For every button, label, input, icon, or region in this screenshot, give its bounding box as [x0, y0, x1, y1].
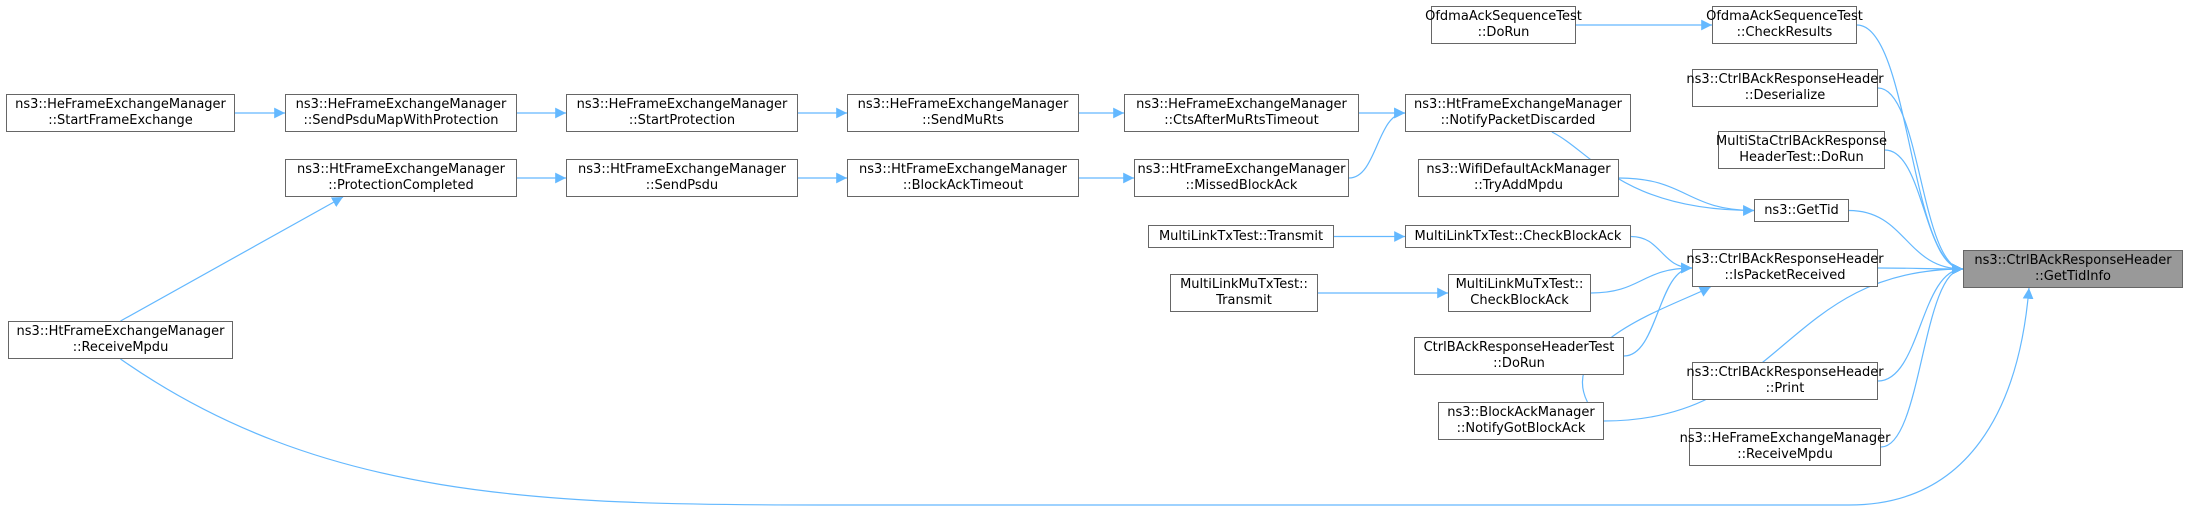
node-label-line2: CheckBlockAck [1470, 293, 1569, 308]
node-label-line1: MultiLinkTxTest::CheckBlockAck [1414, 228, 1622, 244]
node-label-line1: ns3::HeFrameExchangeManager [295, 97, 507, 112]
node-ctrlbackresponseheader-ispacketreceived[interactable]: ns3::CtrlBAckResponseHeader ::IsPacketRe… [1686, 249, 1884, 287]
node-htframeexchangemanager-receivempdu[interactable]: ns3::HtFrameExchangeManager ::ReceiveMpd… [8, 321, 233, 359]
node-multilinkmutxtest-checkblockack[interactable]: MultiLinkMuTxTest:: CheckBlockAck [1448, 274, 1591, 312]
edge-multista-to-root [1884, 149, 1964, 275]
node-label-line2: ::DoRun [1477, 25, 1530, 40]
node-ctrlbackresponseheader-deserialize[interactable]: ns3::CtrlBAckResponseHeader ::Deserializ… [1686, 69, 1884, 107]
node-ofdmaacksequencetest-dorun[interactable]: OfdmaAckSequenceTest ::DoRun [1425, 6, 1582, 44]
edge-he_receive-to-root [1880, 263, 1964, 448]
edge-ht_receive-to-protcompleted [120, 196, 344, 322]
edge-notifygot-to-ispacket [1581, 286, 1711, 403]
node-label-line1: ns3::CtrlBAckResponseHeader [1974, 253, 2172, 268]
edge-mu_check-to-ispacket [1590, 262, 1693, 294]
node-multilinktxtest-transmit[interactable]: MultiLinkTxTest::Transmit [1148, 225, 1334, 248]
node-label-line2: ::SendPsdu [645, 178, 719, 193]
node-label-line1: ns3::CtrlBAckResponseHeader [1686, 365, 1884, 380]
node-label-line1: ns3::HtFrameExchangeManager [297, 162, 505, 177]
node-label-line1: ns3::GetTid [1764, 202, 1839, 218]
node-multistactrlbackresponseheadertest-dorun[interactable]: MultiStaCtrlBAckResponse HeaderTest::DoR… [1716, 131, 1887, 169]
node-label-line2: ::BlockAckTimeout [902, 178, 1024, 193]
edge-ctrl_test-to-ispacket [1623, 262, 1693, 357]
node-ctrlbackresponseheader-print[interactable]: ns3::CtrlBAckResponseHeader ::Print [1686, 362, 1884, 400]
node-label-line2: ::StartProtection [628, 113, 736, 128]
node-heframeexchangemanager-startprotection[interactable]: ns3::HeFrameExchangeManager ::StartProte… [566, 94, 798, 132]
node-label-line2: ::GetTidInfo [2035, 269, 2111, 284]
edge-missed-to-notify_discard [1348, 107, 1406, 179]
node-label-line1: ns3::HtFrameExchangeManager [859, 162, 1067, 177]
node-htframeexchangemanager-missedblockack[interactable]: ns3::HtFrameExchangeManager ::MissedBloc… [1134, 159, 1349, 197]
node-label-line1: MultiStaCtrlBAckResponse [1716, 134, 1887, 149]
node-label-line2: ::CheckResults [1736, 25, 1833, 40]
node-heframeexchangemanager-startframeexchange[interactable]: ns3::HeFrameExchangeManager ::StartFrame… [6, 94, 235, 132]
node-label-line2: ::DoRun [1493, 356, 1545, 371]
node-heframeexchangemanager-ctsaftermurtstimeout[interactable]: ns3::HeFrameExchangeManager ::CtsAfterMu… [1124, 94, 1359, 132]
node-label-line1: MultiLinkMuTxTest:: [1180, 277, 1308, 292]
node-label-line2: ::SendMuRts [922, 113, 1004, 128]
node-label-line1: ns3::HeFrameExchangeManager [15, 97, 226, 112]
node-label-line1: ns3::HtFrameExchangeManager [1414, 97, 1622, 112]
node-label-line2: ::Deserialize [1744, 88, 1826, 103]
node-htframeexchangemanager-protectioncompleted[interactable]: ns3::HtFrameExchangeManager ::Protection… [285, 159, 517, 197]
node-htframeexchangemanager-notifypacketdiscarded[interactable]: ns3::HtFrameExchangeManager ::NotifyPack… [1405, 94, 1631, 132]
edge-checkblockack-to-ispacket [1630, 235, 1693, 274]
edge-ht_receive-to-root [120, 287, 2034, 506]
node-label-line1: ns3::HtFrameExchangeManager [1137, 162, 1346, 177]
node-label-line1: OfdmaAckSequenceTest [1706, 9, 1863, 24]
node-label-line1: ns3::HeFrameExchangeManager [857, 97, 1069, 112]
edge-print-to-root [1877, 263, 1964, 382]
node-label-line2: HeaderTest::DoRun [1739, 150, 1864, 165]
node-multilinktxtest-checkblockack[interactable]: MultiLinkTxTest::CheckBlockAck [1405, 225, 1631, 248]
node-label-line1: ns3::HeFrameExchangeManager [1679, 431, 1891, 446]
node-label-line2: ::ReceiveMpdu [1737, 447, 1833, 462]
node-htframeexchangemanager-sendpsdu[interactable]: ns3::HtFrameExchangeManager ::SendPsdu [566, 159, 798, 197]
node-label-line1: ns3::WifiDefaultAckManager [1426, 162, 1611, 177]
edge-notifygot-to-root [1603, 263, 1964, 422]
node-label-line2: ::IsPacketReceived [1724, 268, 1846, 283]
node-label-line2: ::NotifyGotBlockAck [1456, 421, 1586, 436]
node-gettid[interactable]: ns3::GetTid [1754, 199, 1849, 222]
node-htframeexchangemanager-blockacktimeout[interactable]: ns3::HtFrameExchangeManager ::BlockAckTi… [847, 159, 1079, 197]
node-wifidefaultackmanager-tryaddmpdu[interactable]: ns3::WifiDefaultAckManager ::TryAddMpdu [1418, 159, 1619, 197]
node-label-line1: ns3::HeFrameExchangeManager [576, 97, 788, 112]
node-label-line1: CtrlBAckResponseHeaderTest [1423, 340, 1615, 355]
node-label-line2: ::MissedBlockAck [1185, 178, 1298, 193]
node-label-line2: ::NotifyPacketDiscarded [1440, 113, 1596, 128]
edge-tryadd-to-gettid [1618, 177, 1755, 216]
node-label-line2: Transmit [1216, 293, 1272, 308]
node-label-line2: ::StartFrameExchange [48, 113, 193, 128]
node-label-line1: MultiLinkMuTxTest:: [1455, 277, 1584, 292]
node-label-line2: ::Print [1765, 381, 1805, 396]
node-label-line1: OfdmaAckSequenceTest [1425, 9, 1582, 24]
node-heframeexchangemanager-sendpsdumapwithprotection[interactable]: ns3::HeFrameExchangeManager ::SendPsduMa… [285, 94, 517, 132]
node-label-line1: ns3::HtFrameExchangeManager [16, 324, 225, 339]
node-heframeexchangemanager-sendmurts[interactable]: ns3::HeFrameExchangeManager ::SendMuRts [847, 94, 1079, 132]
node-label-line2: ::CtsAfterMuRtsTimeout [1164, 113, 1319, 128]
node-label-line2: ::ReceiveMpdu [72, 340, 169, 355]
node-label-line2: ::ProtectionCompleted [328, 178, 474, 193]
node-label-line1: ns3::CtrlBAckResponseHeader [1686, 252, 1884, 267]
edge-deserialize-to-root [1877, 87, 1964, 275]
edge-gettid-to-root [1848, 209, 1964, 275]
node-blockackmanager-notifygotblockack[interactable]: ns3::BlockAckManager ::NotifyGotBlockAck [1438, 402, 1604, 440]
node-label-line1: MultiLinkTxTest::Transmit [1158, 228, 1324, 244]
node-ctrlbackresponseheadertest-dorun[interactable]: CtrlBAckResponseHeaderTest ::DoRun [1414, 337, 1624, 375]
node-label-line1: ns3::BlockAckManager [1447, 405, 1595, 420]
node-ofdmaacksequencetest-checkresults[interactable]: OfdmaAckSequenceTest ::CheckResults [1706, 6, 1863, 44]
node-label-line2: ::TryAddMpdu [1474, 178, 1563, 193]
node-label-line1: ns3::CtrlBAckResponseHeader [1686, 72, 1884, 87]
node-heframeexchangemanager-receivempdu[interactable]: ns3::HeFrameExchangeManager ::ReceiveMpd… [1680, 428, 1890, 466]
node-label-line2: ::SendPsduMapWithProtection [303, 113, 499, 128]
node-multilinkmutxtest-transmit[interactable]: MultiLinkMuTxTest:: Transmit [1170, 274, 1318, 312]
node-ctrlbackresponseheader-gettidinfo: ns3::CtrlBAckResponseHeader ::GetTidInfo [1963, 250, 2183, 288]
node-label-line1: ns3::HtFrameExchangeManager [578, 162, 786, 177]
node-label-line1: ns3::HeFrameExchangeManager [1136, 97, 1347, 112]
